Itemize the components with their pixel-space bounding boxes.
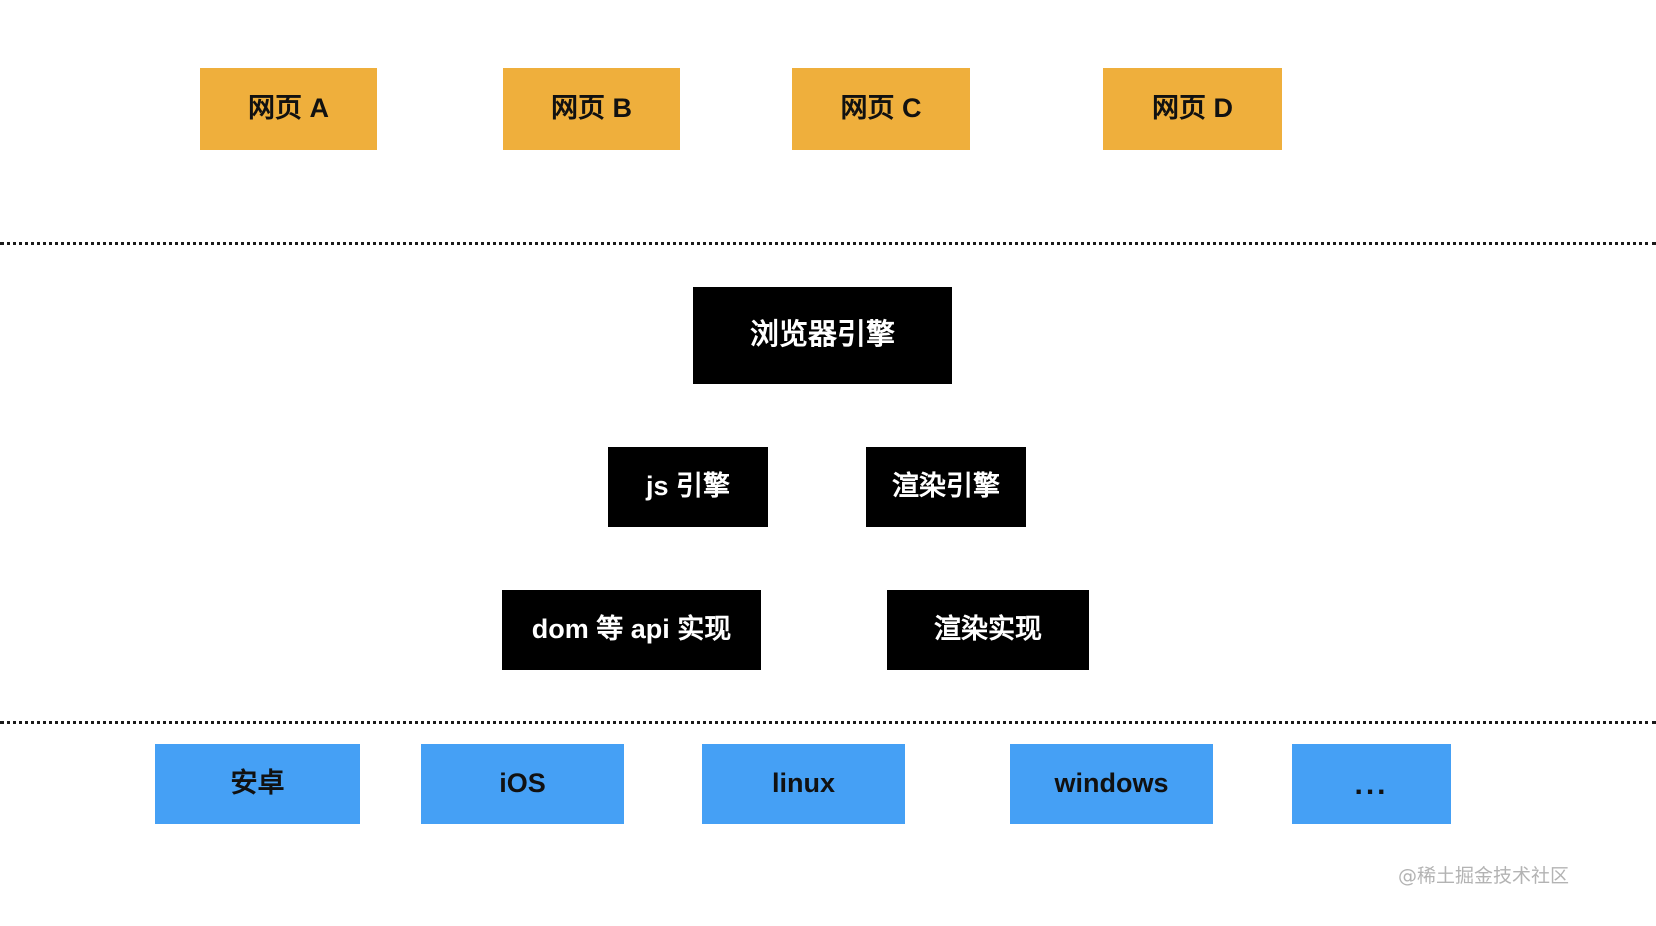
os-box-ios[interactable]: iOS bbox=[421, 744, 624, 824]
os-box-windows[interactable]: windows bbox=[1010, 744, 1213, 824]
engine-to-os-divider bbox=[0, 721, 1656, 724]
js-engine-box[interactable]: js 引擎 bbox=[608, 447, 768, 527]
os-box-more[interactable]: ... bbox=[1292, 744, 1451, 824]
web-page-box-b[interactable]: 网页 B bbox=[503, 68, 680, 150]
os-box-android[interactable]: 安卓 bbox=[155, 744, 360, 824]
web-page-box-c[interactable]: 网页 C bbox=[792, 68, 970, 150]
watermark: @稀土掘金技术社区 bbox=[1398, 865, 1570, 887]
render-impl-box[interactable]: 渲染实现 bbox=[887, 590, 1089, 670]
dom-api-impl-box[interactable]: dom 等 api 实现 bbox=[502, 590, 761, 670]
browser-engine-box[interactable]: 浏览器引擎 bbox=[693, 287, 952, 384]
web-to-engine-divider bbox=[0, 242, 1656, 245]
os-box-linux[interactable]: linux bbox=[702, 744, 905, 824]
render-engine-box[interactable]: 渲染引擎 bbox=[866, 447, 1026, 527]
web-page-box-a[interactable]: 网页 A bbox=[200, 68, 377, 150]
web-page-box-d[interactable]: 网页 D bbox=[1103, 68, 1282, 150]
